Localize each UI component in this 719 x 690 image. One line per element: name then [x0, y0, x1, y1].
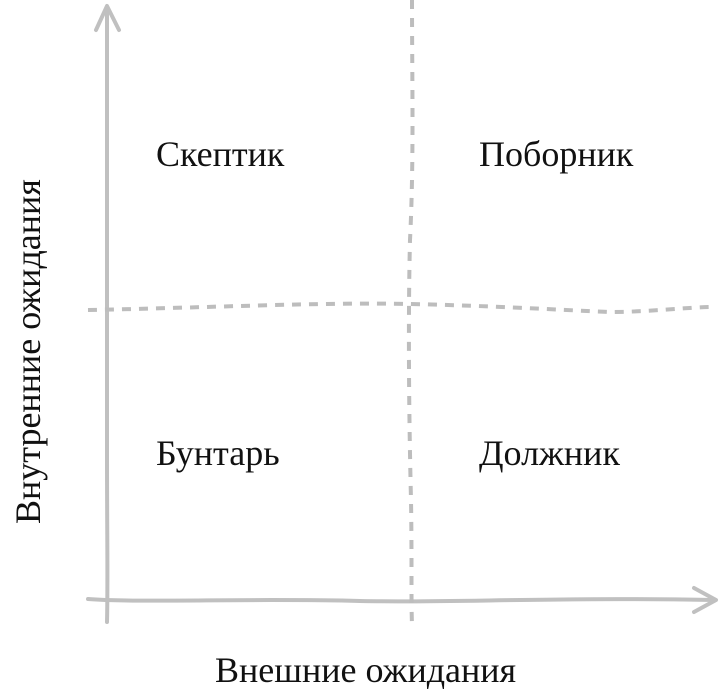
quadrant-top-left-label: Скептик [156, 134, 285, 174]
x-axis-line [86, 597, 716, 604]
vertical-divider [406, 0, 415, 626]
y-axis-arrowhead-icon [94, 4, 121, 32]
y-axis-line [104, 6, 110, 624]
x-axis-label: Внешние ожидания [215, 650, 517, 690]
quadrant-bottom-left-label: Бунтарь [156, 433, 280, 473]
x-axis-arrowhead-icon [692, 586, 718, 614]
quadrant-bottom-right-label: Должник [479, 433, 620, 473]
quadrant-top-right-label: Поборник [479, 134, 634, 174]
y-axis-label: Внутренние ожидания [8, 179, 48, 524]
horizontal-divider [87, 301, 713, 315]
